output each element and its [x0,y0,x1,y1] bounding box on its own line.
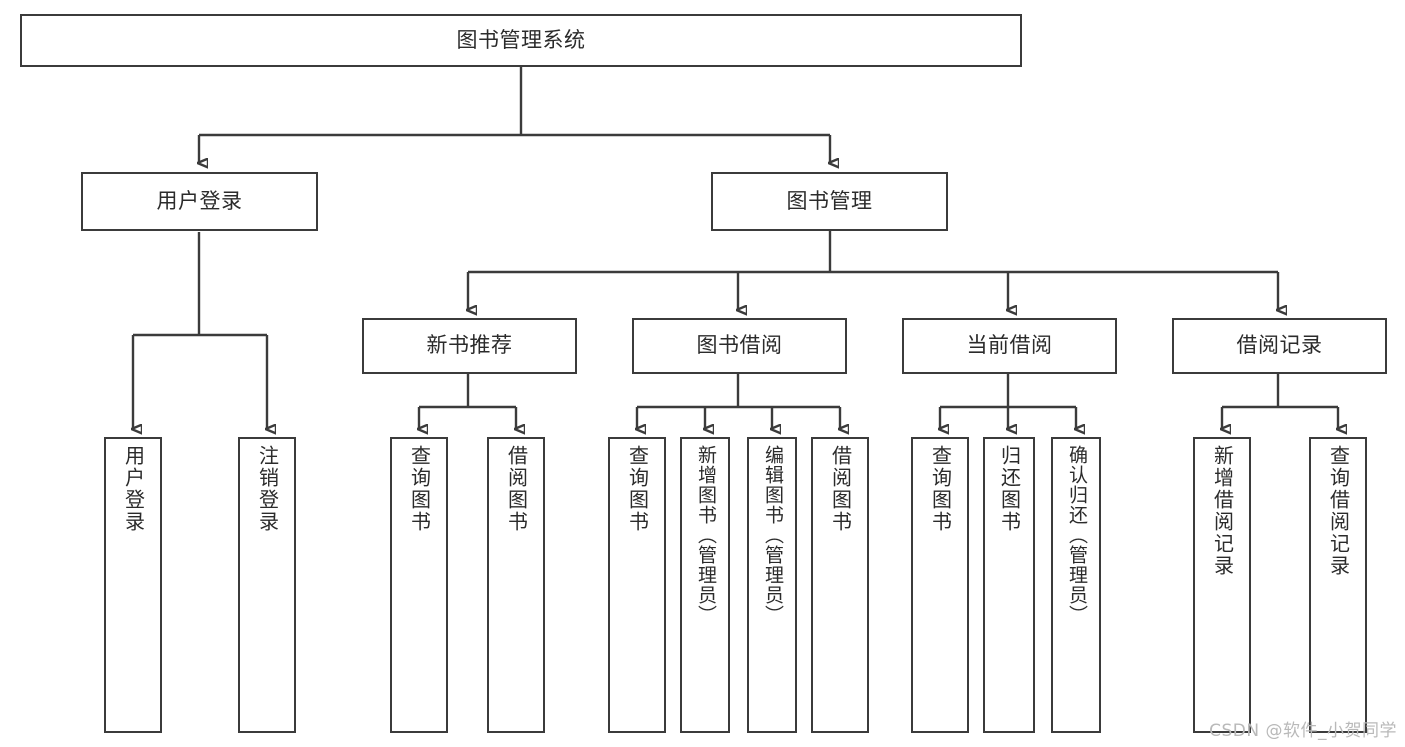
node-label: 编辑图书（管理员） [761,445,784,625]
node-label: 借阅记录 [1236,333,1323,358]
node-label: 图书管理 [786,188,873,213]
leaf-recommend-borrow-book[interactable]: 借阅图书 [487,437,545,733]
node-label: 图书借阅 [696,333,783,358]
leaf-current-return-book[interactable]: 归还图书 [983,437,1035,733]
node-label: 注销登录 [255,445,280,533]
leaf-current-confirm-return-admin[interactable]: 确认归还（管理员） [1051,437,1101,733]
leaf-current-query-book[interactable]: 查询图书 [911,437,969,733]
node-label: 查询图书 [407,445,432,533]
node-label: 查询借阅记录 [1326,445,1351,577]
node-label: 用户登录 [156,188,243,213]
node-label: 借阅图书 [504,445,529,533]
leaf-user-login-login[interactable]: 用户登录 [104,437,162,733]
node-label: 新增图书（管理员） [694,445,717,625]
node-label: 借阅图书 [828,445,853,533]
node-label: 新增借阅记录 [1210,445,1235,577]
node-label: 当前借阅 [966,333,1053,358]
node-new-book-recommendation[interactable]: 新书推荐 [362,318,577,374]
leaf-recommend-query-book[interactable]: 查询图书 [390,437,448,733]
node-user-login[interactable]: 用户登录 [81,172,318,231]
csdn-watermark: CSDN @软件_小贺同学 [1209,721,1397,741]
leaf-record-query-record[interactable]: 查询借阅记录 [1309,437,1367,733]
leaf-borrow-add-book-admin[interactable]: 新增图书（管理员） [680,437,730,733]
node-label: 用户登录 [121,445,146,533]
leaf-borrow-query-book[interactable]: 查询图书 [608,437,666,733]
node-label: 查询图书 [625,445,650,533]
leaf-user-login-logout[interactable]: 注销登录 [238,437,296,733]
node-label: 确认归还（管理员） [1065,445,1088,625]
node-label: 新书推荐 [426,333,513,358]
leaf-borrow-borrow-book[interactable]: 借阅图书 [811,437,869,733]
node-label: 查询图书 [928,445,953,533]
node-root-library-management-system[interactable]: 图书管理系统 [20,14,1022,67]
node-borrowing-record[interactable]: 借阅记录 [1172,318,1387,374]
leaf-record-add-record[interactable]: 新增借阅记录 [1193,437,1251,733]
node-label: 归还图书 [997,445,1022,533]
leaf-borrow-edit-book-admin[interactable]: 编辑图书（管理员） [747,437,797,733]
node-current-borrowing[interactable]: 当前借阅 [902,318,1117,374]
node-book-management[interactable]: 图书管理 [711,172,948,231]
node-book-borrowing[interactable]: 图书借阅 [632,318,847,374]
node-label: 图书管理系统 [456,27,586,52]
